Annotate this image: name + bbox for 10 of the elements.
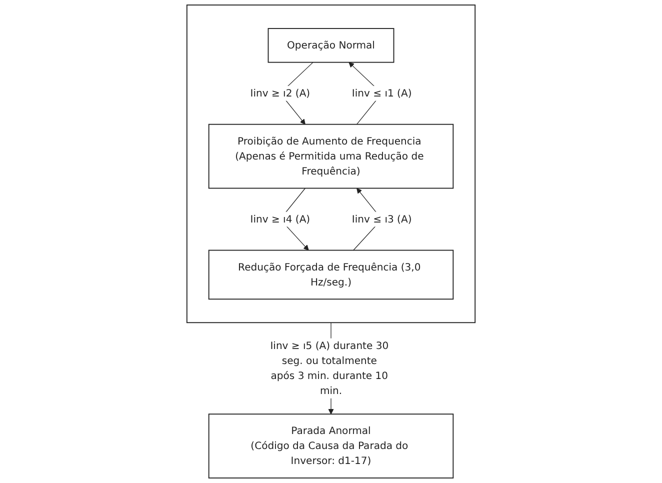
edge-label: Iinv ≤ ı3 (A) (352, 212, 412, 225)
node-box: Parada Anormal (Código da Causa da Parada do Inversor: d1-17) (208, 414, 454, 478)
node-box: Redução Forçada de Frequência (3,0 Hz/seg.) (208, 250, 454, 300)
node-box: Proibição de Aumento de Frequencia (Apenas é Permitida uma Redução de Frequência) (208, 124, 454, 189)
edge-label: Iinv ≥ ı5 (A) durante 30 seg. ou totalmente após 3 min. durante 10 min. (270, 340, 389, 397)
cluster (186, 4, 476, 324)
node-box: Operação Normal (268, 28, 394, 63)
edge-label: Iinv ≥ ı2 (A) (250, 87, 310, 99)
edge-label: Iinv ≤ ı1 (A) (352, 87, 412, 99)
edge-label: Iinv ≥ ı4 (A) (250, 212, 310, 225)
